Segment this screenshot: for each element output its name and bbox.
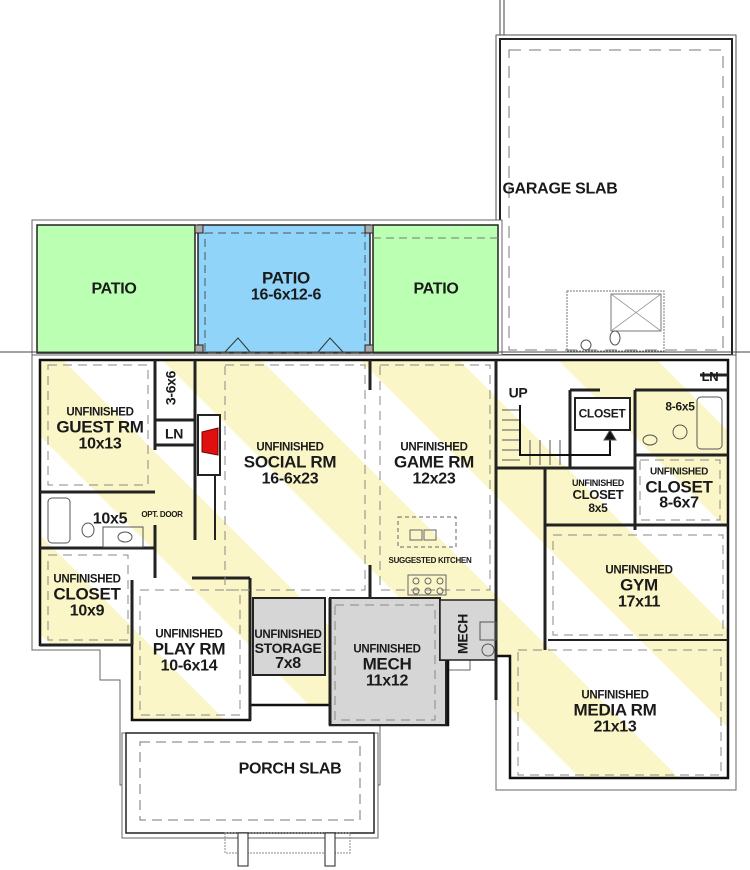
linen-left-label: LN — [164, 425, 184, 442]
bath-fixtures — [47, 396, 723, 657]
social-room-label: UNFINISHED SOCIAL RM 16-6x23 — [243, 441, 337, 488]
bath-left-label: 10x5 — [92, 510, 128, 528]
closet-8-6x7-label: UNFINISHED CLOSET 8-6x7 — [645, 466, 713, 512]
play-room-label: UNFINISHED PLAY RM 10-6x14 — [152, 628, 226, 675]
patios — [31, 219, 503, 356]
storage-room-fill — [252, 597, 326, 676]
closet-10x9-label: UNFINISHED CLOSET 10x9 — [53, 573, 121, 620]
media-room-label: UNFINISHED MEDIA RM 21x13 — [573, 689, 657, 736]
garage-slab-label: GARAGE SLAB — [502, 180, 618, 198]
interior-walls — [40, 360, 728, 725]
patio-right-label: PATIO — [413, 280, 459, 298]
stair-closet-label: CLOSET — [578, 406, 626, 421]
fireplace-icon — [201, 427, 219, 456]
linen-right-label: LN — [701, 369, 719, 385]
porch-slab-label: PORCH SLAB — [238, 760, 342, 778]
opt-door-label: OPT. DOOR — [141, 509, 183, 519]
gym-label: UNFINISHED GYM 17x11 — [605, 564, 673, 611]
guest-room-label: UNFINISHED GUEST RM 10x13 — [56, 406, 144, 453]
mech-small-label: MECH — [454, 613, 471, 655]
garage-slab — [495, 0, 737, 356]
staircase — [502, 405, 617, 465]
closet-8x5-label: UNFINISHED CLOSET 8x5 — [571, 478, 625, 516]
porch-slab — [121, 732, 379, 867]
stairs-up-label: UP — [508, 384, 528, 401]
game-room-label: UNFINISHED GAME RM 12x23 — [393, 441, 475, 488]
patio-left-label: PATIO — [91, 280, 137, 298]
bath-right-label: 8-6x5 — [665, 399, 695, 414]
room-dashes — [47, 364, 724, 776]
kitchen-fixtures — [397, 516, 457, 596]
storage-label: UNFINISHED STORAGE 7x8 — [254, 629, 322, 672]
suggested-kitchen-label: SUGGESTED KITCHEN — [388, 555, 472, 565]
mech-main-label: UNFINISHED MECH 11x12 — [353, 643, 421, 690]
patio-center-label: PATIO 16-6x12-6 — [250, 268, 322, 304]
closet-3-6x6-label: 3-6x6 — [162, 370, 179, 406]
